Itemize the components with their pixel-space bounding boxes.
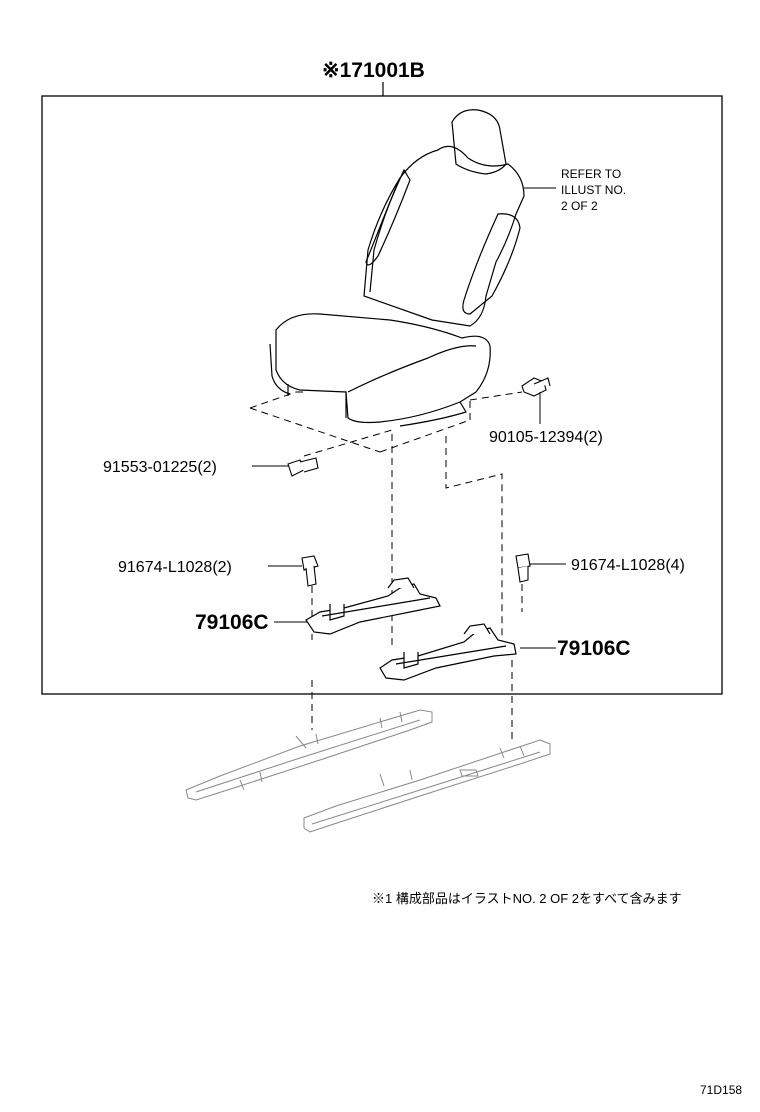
seat-rails — [185, 709, 551, 833]
bolt-icon — [287, 377, 551, 587]
part-label-bracket-right[interactable]: 79106C — [557, 637, 631, 660]
part-label-bolt-right-lower[interactable]: 91674-L1028(4) — [571, 557, 685, 574]
seat-bracket-left — [305, 577, 441, 635]
mounting-plane-dashed — [249, 391, 523, 740]
refer-note-line-1: REFER TO — [561, 167, 621, 181]
illustration-code: 71D158 — [700, 1083, 742, 1097]
part-label-bracket-left[interactable]: 79106C — [195, 611, 269, 634]
seat-bracket-right — [379, 623, 517, 681]
part-leaders — [252, 392, 566, 649]
part-label-bolt-left[interactable]: 91553-01225(2) — [103, 459, 217, 476]
assembly-frame — [41, 95, 723, 695]
footnote: ※1 構成部品はイラストNO. 2 OF 2をすべて含みます — [372, 891, 682, 906]
assembly-label[interactable]: ※171001B — [322, 59, 425, 82]
part-label-bolt-left-lower[interactable]: 91674-L1028(2) — [118, 559, 232, 576]
seat-illustration — [269, 109, 525, 427]
refer-note-line-3: 2 OF 2 — [561, 199, 598, 213]
refer-note: REFER TO ILLUST NO. 2 OF 2 — [561, 167, 626, 213]
part-label-bolt-right-upper[interactable]: 90105-12394(2) — [489, 429, 603, 446]
refer-note-line-2: ILLUST NO. — [561, 183, 626, 197]
